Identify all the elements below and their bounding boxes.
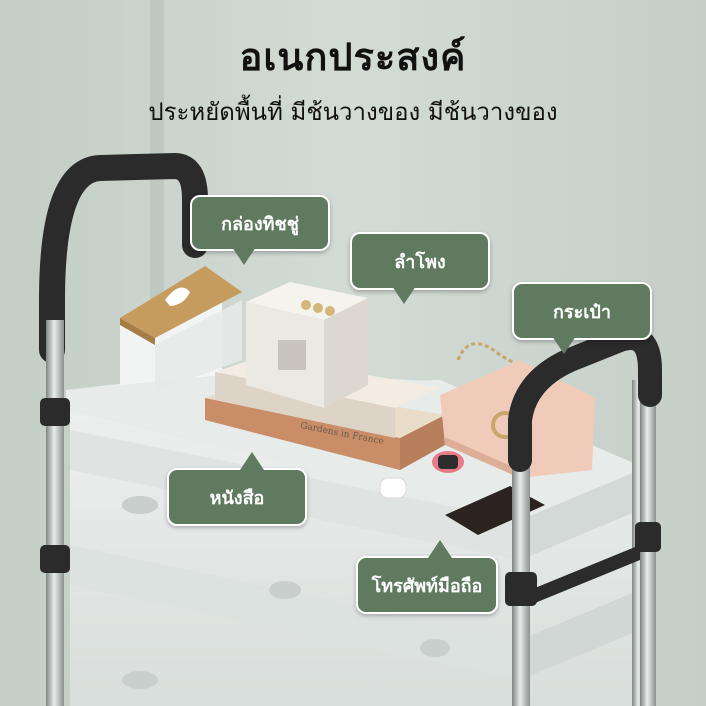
tail-tissue-box	[232, 247, 256, 265]
tail-books	[240, 452, 264, 470]
label-tissue-box: กล่องทิชชู่	[190, 195, 330, 251]
speaker	[246, 282, 368, 408]
tail-bag	[552, 336, 576, 354]
tissue-box	[120, 266, 242, 392]
tail-phone	[428, 540, 452, 558]
cart-back-handle	[39, 152, 208, 706]
page-subtitle: ประหยัดพื้นที่ มีช้นวางของ มีช้นวางของ	[148, 98, 558, 126]
earbuds-case	[379, 477, 407, 499]
cart-front-handle	[505, 326, 662, 706]
tail-speaker	[392, 286, 416, 304]
label-phone: โทรศัพท์มือถือ	[356, 556, 498, 614]
label-books: หนังสือ	[167, 468, 307, 526]
label-bag: กระเป๋า	[512, 282, 652, 340]
label-speaker: ลำโพง	[350, 232, 490, 290]
page-title: อเนกประสงค์	[239, 35, 467, 79]
